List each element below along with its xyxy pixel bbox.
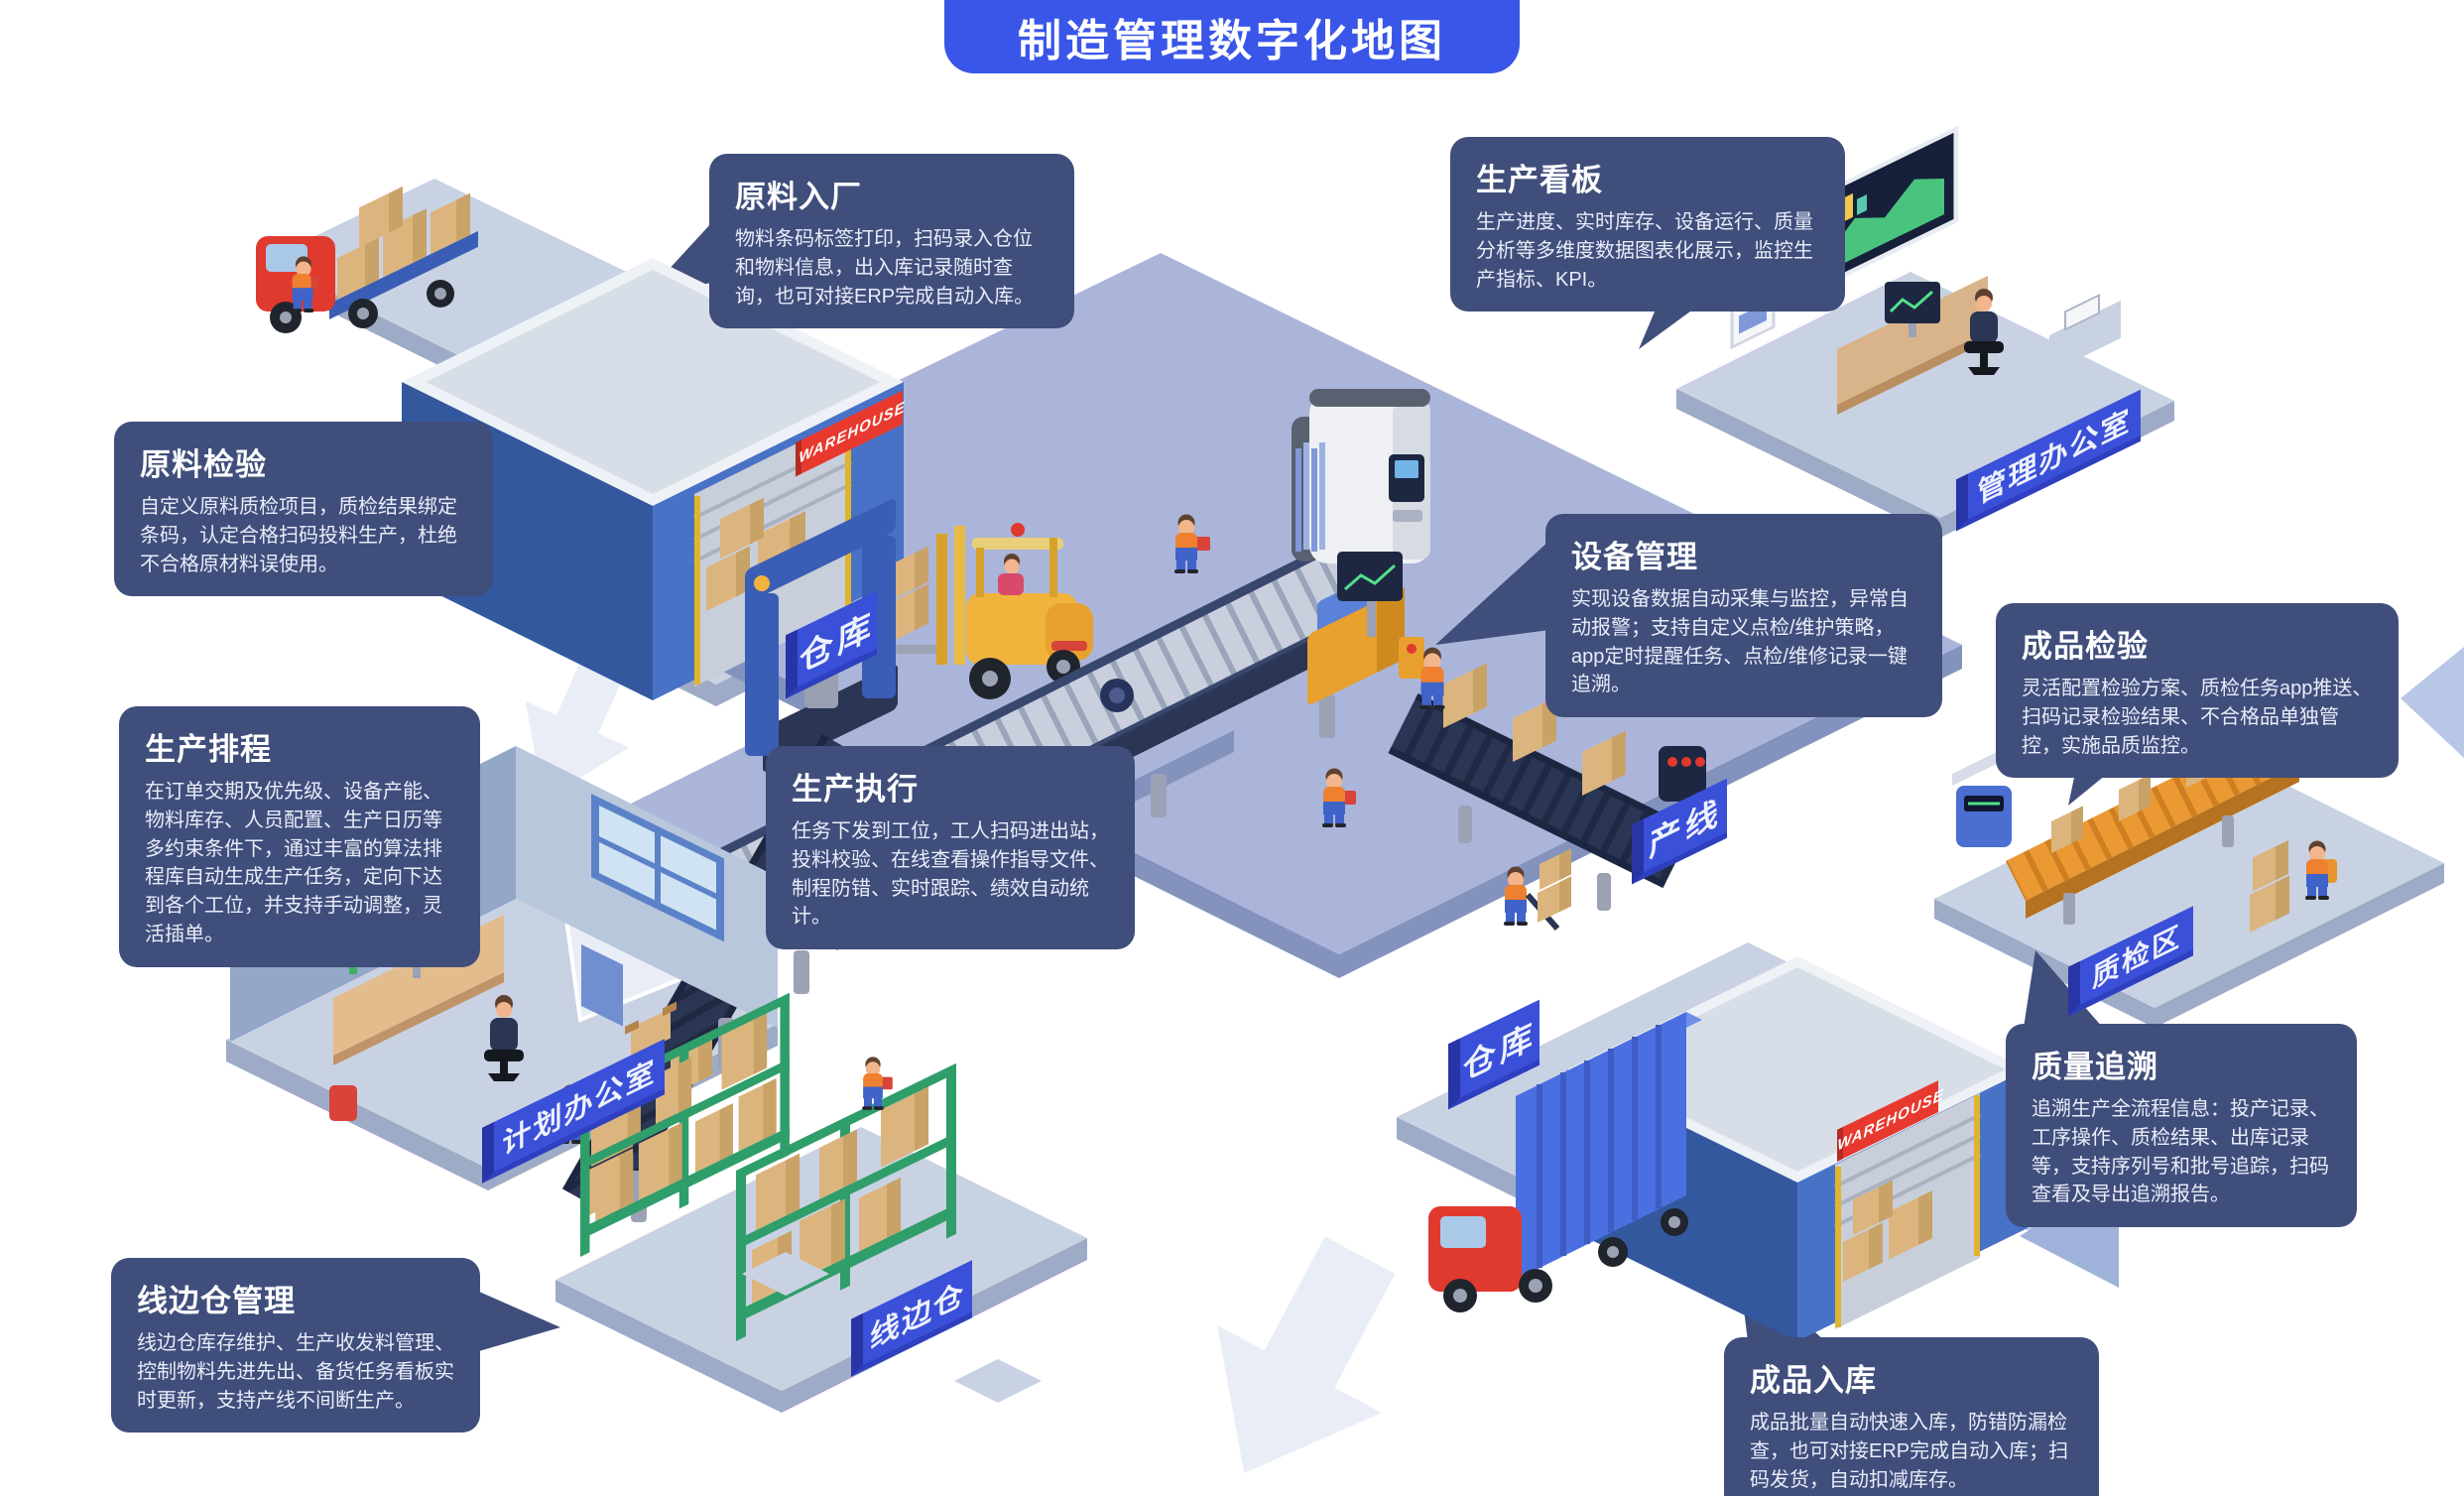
callout-body: 在订单交期及优先级、设备产能、物料库存、人员配置、生产日历等多约束条件下，通过丰…: [145, 781, 442, 945]
worker-at-racks: [862, 1057, 893, 1110]
callout-title: 质量追溯: [2032, 1050, 2158, 1084]
outbound-truck: [1428, 1012, 1702, 1312]
open-carton: [625, 1001, 677, 1058]
cnc-machine: [1307, 552, 1424, 704]
callout-body: 线边仓库存维护、生产收发料管理、控制物料先进先出、备货任务看板实时更新，支持产线…: [137, 1332, 454, 1412]
callout-body: 成品批量自动快速入库，防错防漏检查，也可对接ERP完成自动入库；扫码发货，自动扣…: [1750, 1412, 2069, 1491]
callout-body: 物料条码标签打印，扫码录入仓位和物料信息，出入库记录随时查询，也可对接ERP完成…: [735, 228, 1035, 308]
inbound-truck: [256, 186, 478, 333]
scanner-curtain: [1295, 442, 1325, 552]
office-window: [591, 794, 724, 942]
worker-carrying-box: [1322, 768, 1356, 827]
callout-lineside-warehouse: 线边仓管理 线边仓库存维护、生产收发料管理、控制物料先进先出、备货任务看板实时更…: [111, 1258, 480, 1434]
callout-title: 原料检验: [140, 447, 267, 482]
worker-scanning: [1174, 514, 1210, 573]
callout-title: 原料入厂: [735, 180, 862, 214]
callout-title: 生产执行: [792, 772, 919, 807]
callout-title: 生产排程: [145, 732, 272, 767]
callout-production-dashboard: 生产看板 生产进度、实时库存、设备运行、质量分析等多维度数据图表化展示，监控生产…: [1450, 137, 1845, 312]
machine-monitor: [1337, 552, 1403, 601]
callout-equipment-management: 设备管理 实现设备数据自动采集与监控，异常自动报警；支持自定义点检/维护策略，a…: [1545, 514, 1942, 718]
callout-finished-goods-storage: 成品入库 成品批量自动快速入库，防错防漏检查，也可对接ERP完成自动入库；扫码发…: [1724, 1337, 2099, 1496]
callout-raw-material-inspection: 原料检验 自定义原料质检项目，质检结果绑定条码，认定合格扫码投料生产，杜绝不合格…: [114, 422, 493, 597]
callout-title: 线边仓管理: [137, 1284, 296, 1318]
callout-title: 设备管理: [1571, 540, 1698, 574]
callout-title: 生产看板: [1476, 163, 1603, 197]
callout-production-execution: 生产执行 任务下发到工位，工人扫码进出站，投料校验、在线查看操作指导文件、制程防…: [766, 746, 1135, 950]
callout-body: 追溯生产全流程信息：投产记录、工序操作、质检结果、出库记录等，支持序列号和批号追…: [2032, 1098, 2329, 1206]
callout-finished-goods-inspection: 成品检验 灵活配置检验方案、质检任务app推送、扫码记录检验结果、不合格品单独管…: [1996, 603, 2399, 779]
callout-body: 实现设备数据自动采集与监控，异常自动报警；支持自定义点检/维护策略，app定时提…: [1571, 588, 1909, 696]
qc-plate: [1934, 754, 2444, 1008]
callout-body: 自定义原料质检项目，质检结果绑定条码，认定合格扫码投料生产，杜绝不合格原材料误使…: [140, 496, 457, 575]
office-person: [1964, 289, 2004, 375]
callout-raw-material-inbound: 原料入厂 物料条码标签打印，扫码录入仓位和物料信息，出入库记录随时查询，也可对接…: [709, 154, 1074, 329]
callout-body: 生产进度、实时库存、设备运行、质量分析等多维度数据图表化展示，监控生产指标、KP…: [1476, 211, 1813, 291]
callout-body: 任务下发到工位，工人扫码进出站，投料校验、在线查看操作指导文件、制程防错、实时跟…: [792, 820, 1109, 929]
callout-production-scheduling: 生产排程 在订单交期及优先级、设备产能、物料库存、人员配置、生产日历等多约束条件…: [119, 706, 480, 967]
worker-at-machine: [1419, 647, 1445, 710]
page-title: 制造管理数字化地图: [1018, 17, 1446, 65]
planner-person: [484, 995, 524, 1081]
worker-loading-truck: [291, 256, 319, 312]
callout-title: 成品入库: [1750, 1363, 1877, 1398]
callout-quality-traceability: 质量追溯 追溯生产全流程信息：投产记录、工序操作、质检结果、出库记录等，支持序列…: [2006, 1024, 2357, 1228]
chevron-decoration: [2401, 647, 2464, 758]
worker-handtruck: [1504, 848, 1571, 931]
callout-title: 成品检验: [2022, 629, 2149, 664]
press-machine: [745, 499, 898, 773]
flow-arrow-bottom: [1211, 1231, 1401, 1479]
qc-worker: [2305, 840, 2337, 900]
floor-tiles: [742, 1252, 1042, 1403]
scanner-gantry: [1292, 389, 1430, 563]
desk-monitor: [1885, 282, 1940, 337]
title-banner: 制造管理数字化地图: [944, 0, 1520, 73]
truck-container: [1516, 1012, 1686, 1280]
forklift: [889, 523, 1093, 699]
callout-body: 灵活配置检验方案、质检任务app推送、扫码记录检验结果、不合格品单独管控，实施品…: [2022, 678, 2373, 757]
